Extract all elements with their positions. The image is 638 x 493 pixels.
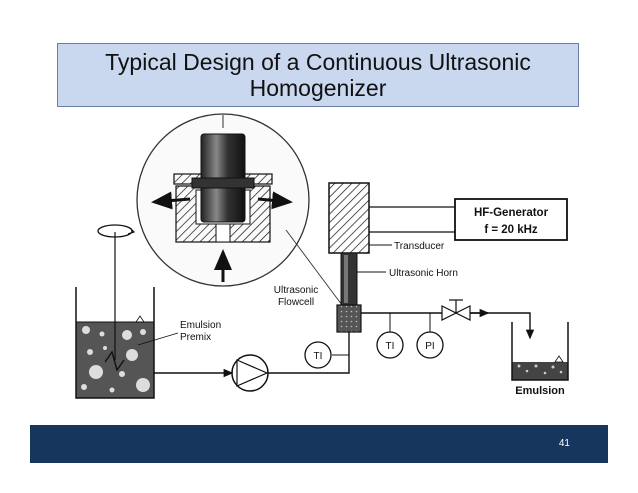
- emulsion-label: Emulsion: [515, 385, 565, 397]
- premix-tank: [75, 224, 155, 399]
- magnifier-leader-line: [285, 229, 343, 306]
- flowcell-label-line1: Ultrasonic: [274, 285, 318, 296]
- ultrasonic-horn: [340, 252, 358, 306]
- flowcell: [336, 304, 362, 333]
- footer-bar: 41: [30, 425, 608, 463]
- title-box: Typical Design of a Continuous Ultrasoni…: [57, 43, 579, 107]
- ti-label-1: TI: [314, 351, 323, 362]
- flowcell-label-line2: Flowcell: [278, 297, 314, 308]
- transducer: [328, 182, 370, 254]
- page-number: 41: [558, 438, 570, 449]
- pipe-to-emulsion: [505, 312, 535, 340]
- horn-label: Ultrasonic Horn: [389, 268, 458, 279]
- hf-generator-box: [454, 198, 568, 241]
- transducer-label: Transducer: [394, 241, 445, 252]
- ti-label-2: TI: [386, 341, 395, 352]
- temperature-indicator-1: [304, 341, 349, 369]
- pump: [231, 354, 269, 392]
- emulsion-vessel: [511, 322, 569, 381]
- homogenizer-diagram: HF-Generator f = 20 kHz Transducer Ultra…: [75, 113, 569, 399]
- premix-label-line2: Premix: [180, 332, 211, 343]
- pressure-indicator: [416, 313, 444, 359]
- premix-leader: [137, 332, 179, 346]
- premix-label-line1: Emulsion: [180, 320, 221, 331]
- generator-label: HF-Generator: [474, 207, 549, 219]
- flowcell-magnified-view: [136, 113, 310, 287]
- valve: [441, 299, 471, 321]
- pi-label: PI: [425, 341, 434, 352]
- temperature-indicator-2: [376, 313, 404, 359]
- title-line-2: Homogenizer: [249, 75, 387, 101]
- title-line-1: Typical Design of a Continuous Ultrasoni…: [105, 49, 531, 75]
- pipe-pump-to-flowcell: [268, 332, 350, 374]
- generator-frequency-label: f = 20 kHz: [484, 224, 538, 236]
